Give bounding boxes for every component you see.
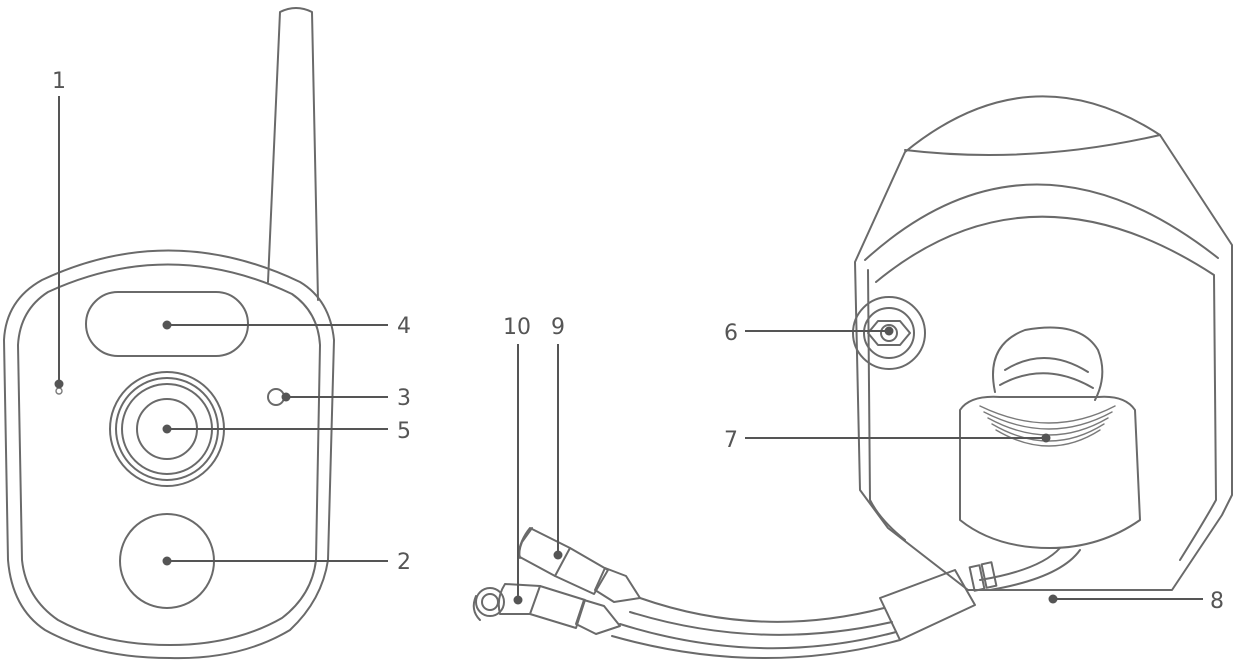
screw-boss: [852, 296, 926, 370]
rear-housing-band: [864, 183, 1219, 261]
callout-9: 9: [551, 315, 565, 560]
rear-housing-band-2: [875, 215, 1217, 561]
microphone-hole: [55, 387, 63, 395]
callout-4: 4: [162, 314, 411, 339]
callout-number-8: 8: [1210, 589, 1224, 614]
callout-number-7: 7: [724, 428, 738, 453]
camera-rear-view: [472, 95, 1233, 659]
camera-body-inner: [17, 263, 321, 646]
callout-number-4: 4: [397, 314, 411, 339]
callout-8: 8: [1048, 589, 1224, 614]
callout-6: 6: [724, 321, 894, 346]
antenna: [267, 7, 319, 301]
dc-connector-10: [472, 583, 621, 635]
callout-number-2: 2: [397, 550, 411, 575]
callout-1: 1: [52, 69, 66, 389]
callout-10: 10: [503, 315, 531, 605]
callout-number-6: 6: [724, 321, 738, 346]
callout-2: 2: [162, 550, 411, 575]
camera-body-outer: [3, 249, 335, 660]
power-cable-bundle: [611, 547, 1081, 659]
callout-number-9: 9: [551, 315, 565, 340]
callout-number-1: 1: [52, 69, 66, 94]
callout-number-3: 3: [397, 386, 411, 411]
rear-housing-outer: [854, 95, 1233, 591]
callout-number-10: 10: [503, 315, 531, 340]
callout-3: 3: [281, 386, 411, 411]
dc-connector-9: [517, 527, 641, 603]
callout-5: 5: [162, 419, 411, 444]
callout-number-5: 5: [397, 419, 411, 444]
callout-7: 7: [724, 428, 1051, 453]
